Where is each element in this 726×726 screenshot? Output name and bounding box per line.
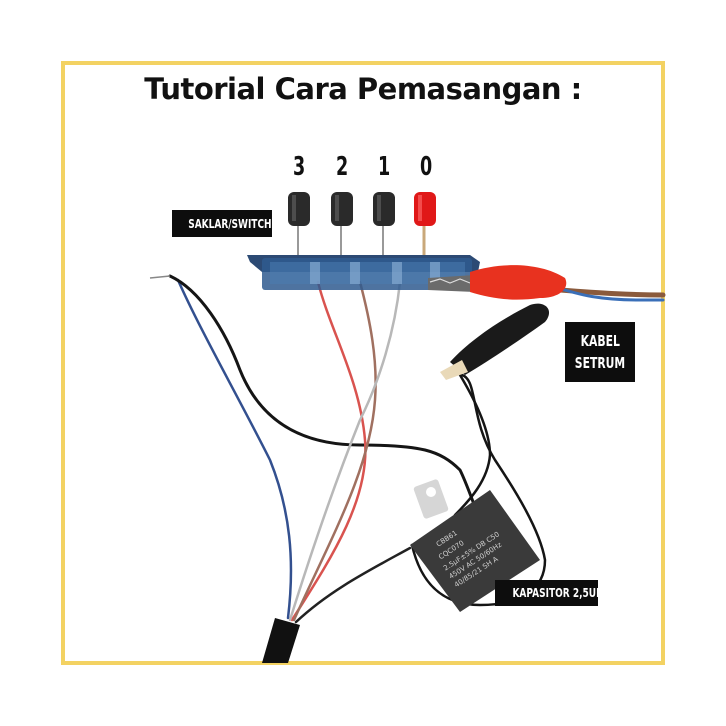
wire-red bbox=[290, 280, 367, 622]
switch-knob-1 bbox=[373, 192, 395, 255]
switch-position-0: 0 bbox=[420, 152, 433, 182]
yellow-frame bbox=[61, 61, 665, 665]
wire-grey bbox=[288, 280, 402, 622]
label-switch: SAKLAR/SWITCH bbox=[172, 210, 272, 237]
red-alligator-clip bbox=[428, 265, 567, 300]
wire-blue bbox=[176, 278, 293, 620]
wire-black-clip-b bbox=[410, 373, 547, 607]
stripped-wire-end bbox=[149, 275, 171, 279]
switch-body bbox=[247, 255, 480, 290]
capacitor: CBB61 CQC070 2.5µF±5% DB C50 450V AC 50/… bbox=[410, 479, 540, 612]
switch-knobs bbox=[288, 192, 436, 255]
cable-jacket bbox=[262, 618, 300, 663]
wire-black-loop bbox=[168, 274, 492, 542]
label-capacitor: KAPASITOR 2,5UF bbox=[495, 580, 602, 606]
wires bbox=[168, 274, 666, 624]
switch-knob-0 bbox=[414, 192, 436, 255]
black-alligator-clip bbox=[440, 303, 550, 380]
switch-position-1: 1 bbox=[378, 152, 391, 182]
label-power-cable: KABEL SETRUM bbox=[565, 322, 635, 382]
page-title: Tutorial Cara Pemasangan : bbox=[144, 72, 582, 106]
switch-position-2: 2 bbox=[336, 152, 349, 182]
wire-black-bundle bbox=[294, 546, 412, 624]
switch-knob-3 bbox=[288, 192, 310, 255]
switch-position-3: 3 bbox=[293, 152, 306, 182]
switch-knob-2 bbox=[331, 192, 353, 255]
wire-brown bbox=[292, 280, 377, 622]
